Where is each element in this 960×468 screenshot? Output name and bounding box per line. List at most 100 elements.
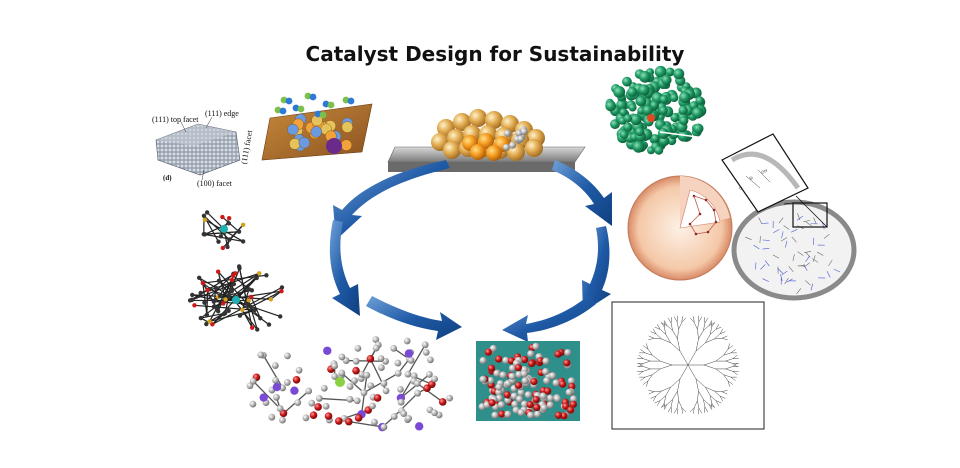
enzyme-atom: [642, 105, 653, 116]
atom: [223, 297, 228, 302]
label-panel: (d): [163, 174, 172, 182]
framework-atom: [544, 387, 552, 395]
arrow-upper-right: [552, 160, 612, 226]
atom: [369, 402, 376, 410]
dendrimer-bond: [640, 349, 646, 354]
atom: [229, 277, 235, 283]
dendrimer-bond: [708, 404, 715, 408]
dendrimer-bond: [663, 404, 668, 410]
dendrimer-bond: [693, 316, 695, 323]
dendrimer-bond: [725, 358, 733, 362]
cluster-atom: [525, 139, 543, 157]
atom: [257, 271, 262, 276]
bond: [238, 266, 253, 328]
dendrimer-bond: [676, 321, 679, 330]
framework-atom: [514, 381, 523, 389]
atom: [346, 395, 354, 403]
dendrimer-bond: [679, 351, 689, 366]
dendrimer-bond: [655, 333, 662, 340]
silica-supported-catalyst: Si OH O: [721, 133, 857, 301]
dendrimer-bond: [643, 380, 649, 385]
dendrimer-frame: [611, 301, 765, 430]
atom: [252, 307, 257, 313]
surface-adsorption: [261, 92, 373, 161]
network-bond: [796, 288, 802, 295]
dendrimer-bond: [678, 400, 683, 408]
atom: [220, 245, 226, 251]
atom: [423, 384, 431, 393]
atom: [279, 289, 284, 294]
dendrimer-bond: [660, 364, 673, 370]
dendrimer-bond: [721, 335, 728, 339]
dendrimer-bond: [732, 354, 738, 359]
framework-atom: [569, 395, 578, 403]
dendrimer-bond: [703, 399, 706, 407]
bond: [222, 224, 244, 249]
atom: [211, 299, 217, 304]
dendrimer-bond: [709, 395, 712, 404]
dendrimer-bond: [714, 338, 722, 340]
atom: [283, 379, 291, 386]
atom: [335, 417, 343, 425]
dendrimer-bond: [647, 374, 653, 382]
network-bond: [759, 235, 761, 243]
ligand-atom: [520, 127, 528, 135]
atom: [324, 412, 333, 420]
cage-bond: [707, 221, 717, 233]
dendrimer-bond: [681, 407, 687, 413]
bond: [241, 309, 253, 328]
atom: [338, 369, 346, 377]
gold-cluster: [431, 109, 545, 161]
atom: [407, 356, 415, 364]
large-particle: [326, 138, 342, 154]
dendrimer-bond: [698, 330, 704, 340]
dendrimer-bond: [719, 395, 726, 399]
dendrimer-bond: [714, 390, 722, 392]
atom: [360, 389, 368, 397]
atom: [308, 399, 316, 407]
atom: [438, 398, 447, 406]
atom: [279, 285, 285, 290]
enzyme-atom: [635, 95, 647, 107]
atom: [427, 356, 434, 364]
dendrimer-bond: [666, 325, 673, 331]
bond: [232, 275, 250, 290]
dendrimer-bond: [673, 316, 678, 322]
gas-atom: [347, 97, 355, 105]
atom: [216, 278, 222, 284]
dendrimer-bond: [697, 400, 700, 409]
dendrimer-bond: [648, 390, 655, 392]
gas-molecules: [274, 92, 355, 119]
bond: [213, 300, 248, 305]
dendrimer-bond: [725, 368, 733, 372]
dendrimer-bond: [673, 408, 678, 414]
core-shell-particle: [627, 175, 733, 281]
atom: [204, 312, 210, 318]
dendrimer-bond: [697, 391, 699, 401]
network-bond: [781, 231, 784, 239]
framework-atom: [508, 364, 517, 372]
network-bond: [803, 220, 811, 222]
atom: [390, 344, 398, 352]
dendrimer-bond: [677, 378, 681, 392]
network-bond: [780, 237, 788, 242]
framework-atom: [484, 348, 492, 356]
dendrimer-bond: [661, 402, 665, 409]
dendrimer-bond: [681, 316, 683, 323]
atom: [202, 232, 208, 237]
atom: [273, 393, 280, 401]
atom: [380, 380, 388, 387]
arrow-lower-right: [502, 296, 596, 342]
atom: [226, 308, 231, 313]
atom: [201, 213, 207, 218]
framework-atom: [527, 350, 535, 358]
enzyme-atom: [657, 128, 669, 139]
framework-atom: [495, 388, 503, 396]
label-edge: (111) edge: [205, 109, 239, 118]
framework-atom: [567, 406, 575, 414]
diagram-title: Catalyst Design for Sustainability: [305, 42, 685, 66]
framework-atom: [487, 376, 495, 385]
framework-atom: [493, 369, 501, 377]
enzyme-protein: [605, 65, 721, 155]
dendrimer-bond: [715, 400, 720, 406]
